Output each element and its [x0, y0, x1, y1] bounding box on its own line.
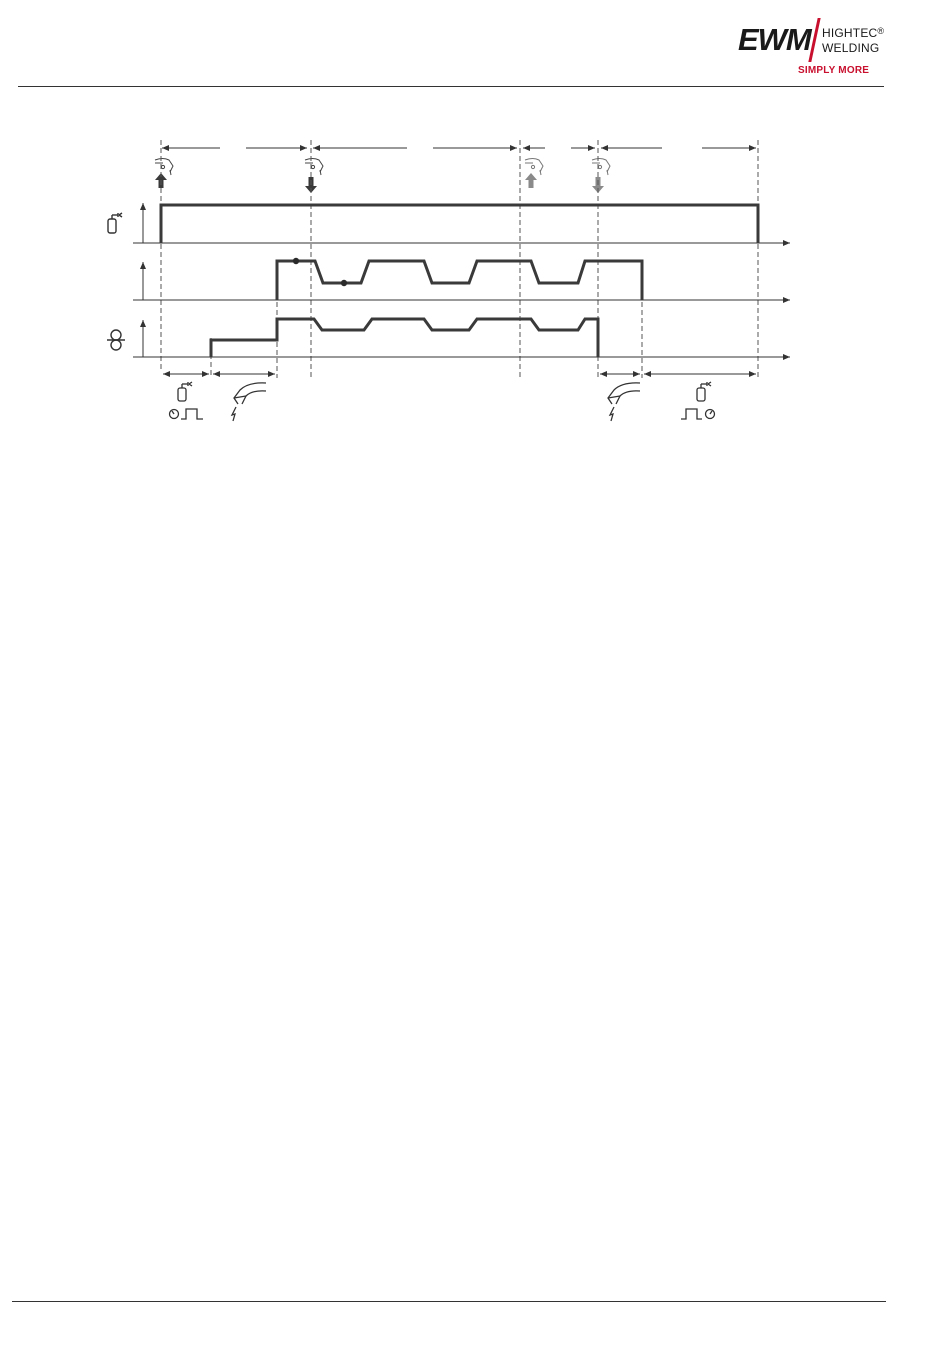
event-guide-lines: [161, 140, 758, 378]
signal-axes: [133, 203, 790, 357]
gas-pre-flow-icon: [170, 382, 204, 419]
torch-trigger-release-icon: [305, 159, 323, 194]
torch-trigger-press-icon: [525, 159, 543, 189]
wire-signal-trace: [211, 319, 598, 357]
current-marker-dot: [341, 280, 347, 286]
arc-end-icon: [608, 383, 640, 421]
footer-rule: [12, 1301, 886, 1302]
current-marker-dot: [293, 258, 299, 264]
wire-feed-icon: [107, 330, 125, 350]
torch-trigger-release-icon: [592, 159, 610, 194]
torch-trigger-press-icon: [155, 159, 173, 189]
gas-signal-trace: [161, 205, 758, 243]
current-signal-trace: [277, 261, 642, 300]
gas-cylinder-icon: [108, 213, 122, 233]
gas-post-flow-icon: [681, 382, 715, 419]
arc-ignition-icon: [232, 383, 266, 421]
